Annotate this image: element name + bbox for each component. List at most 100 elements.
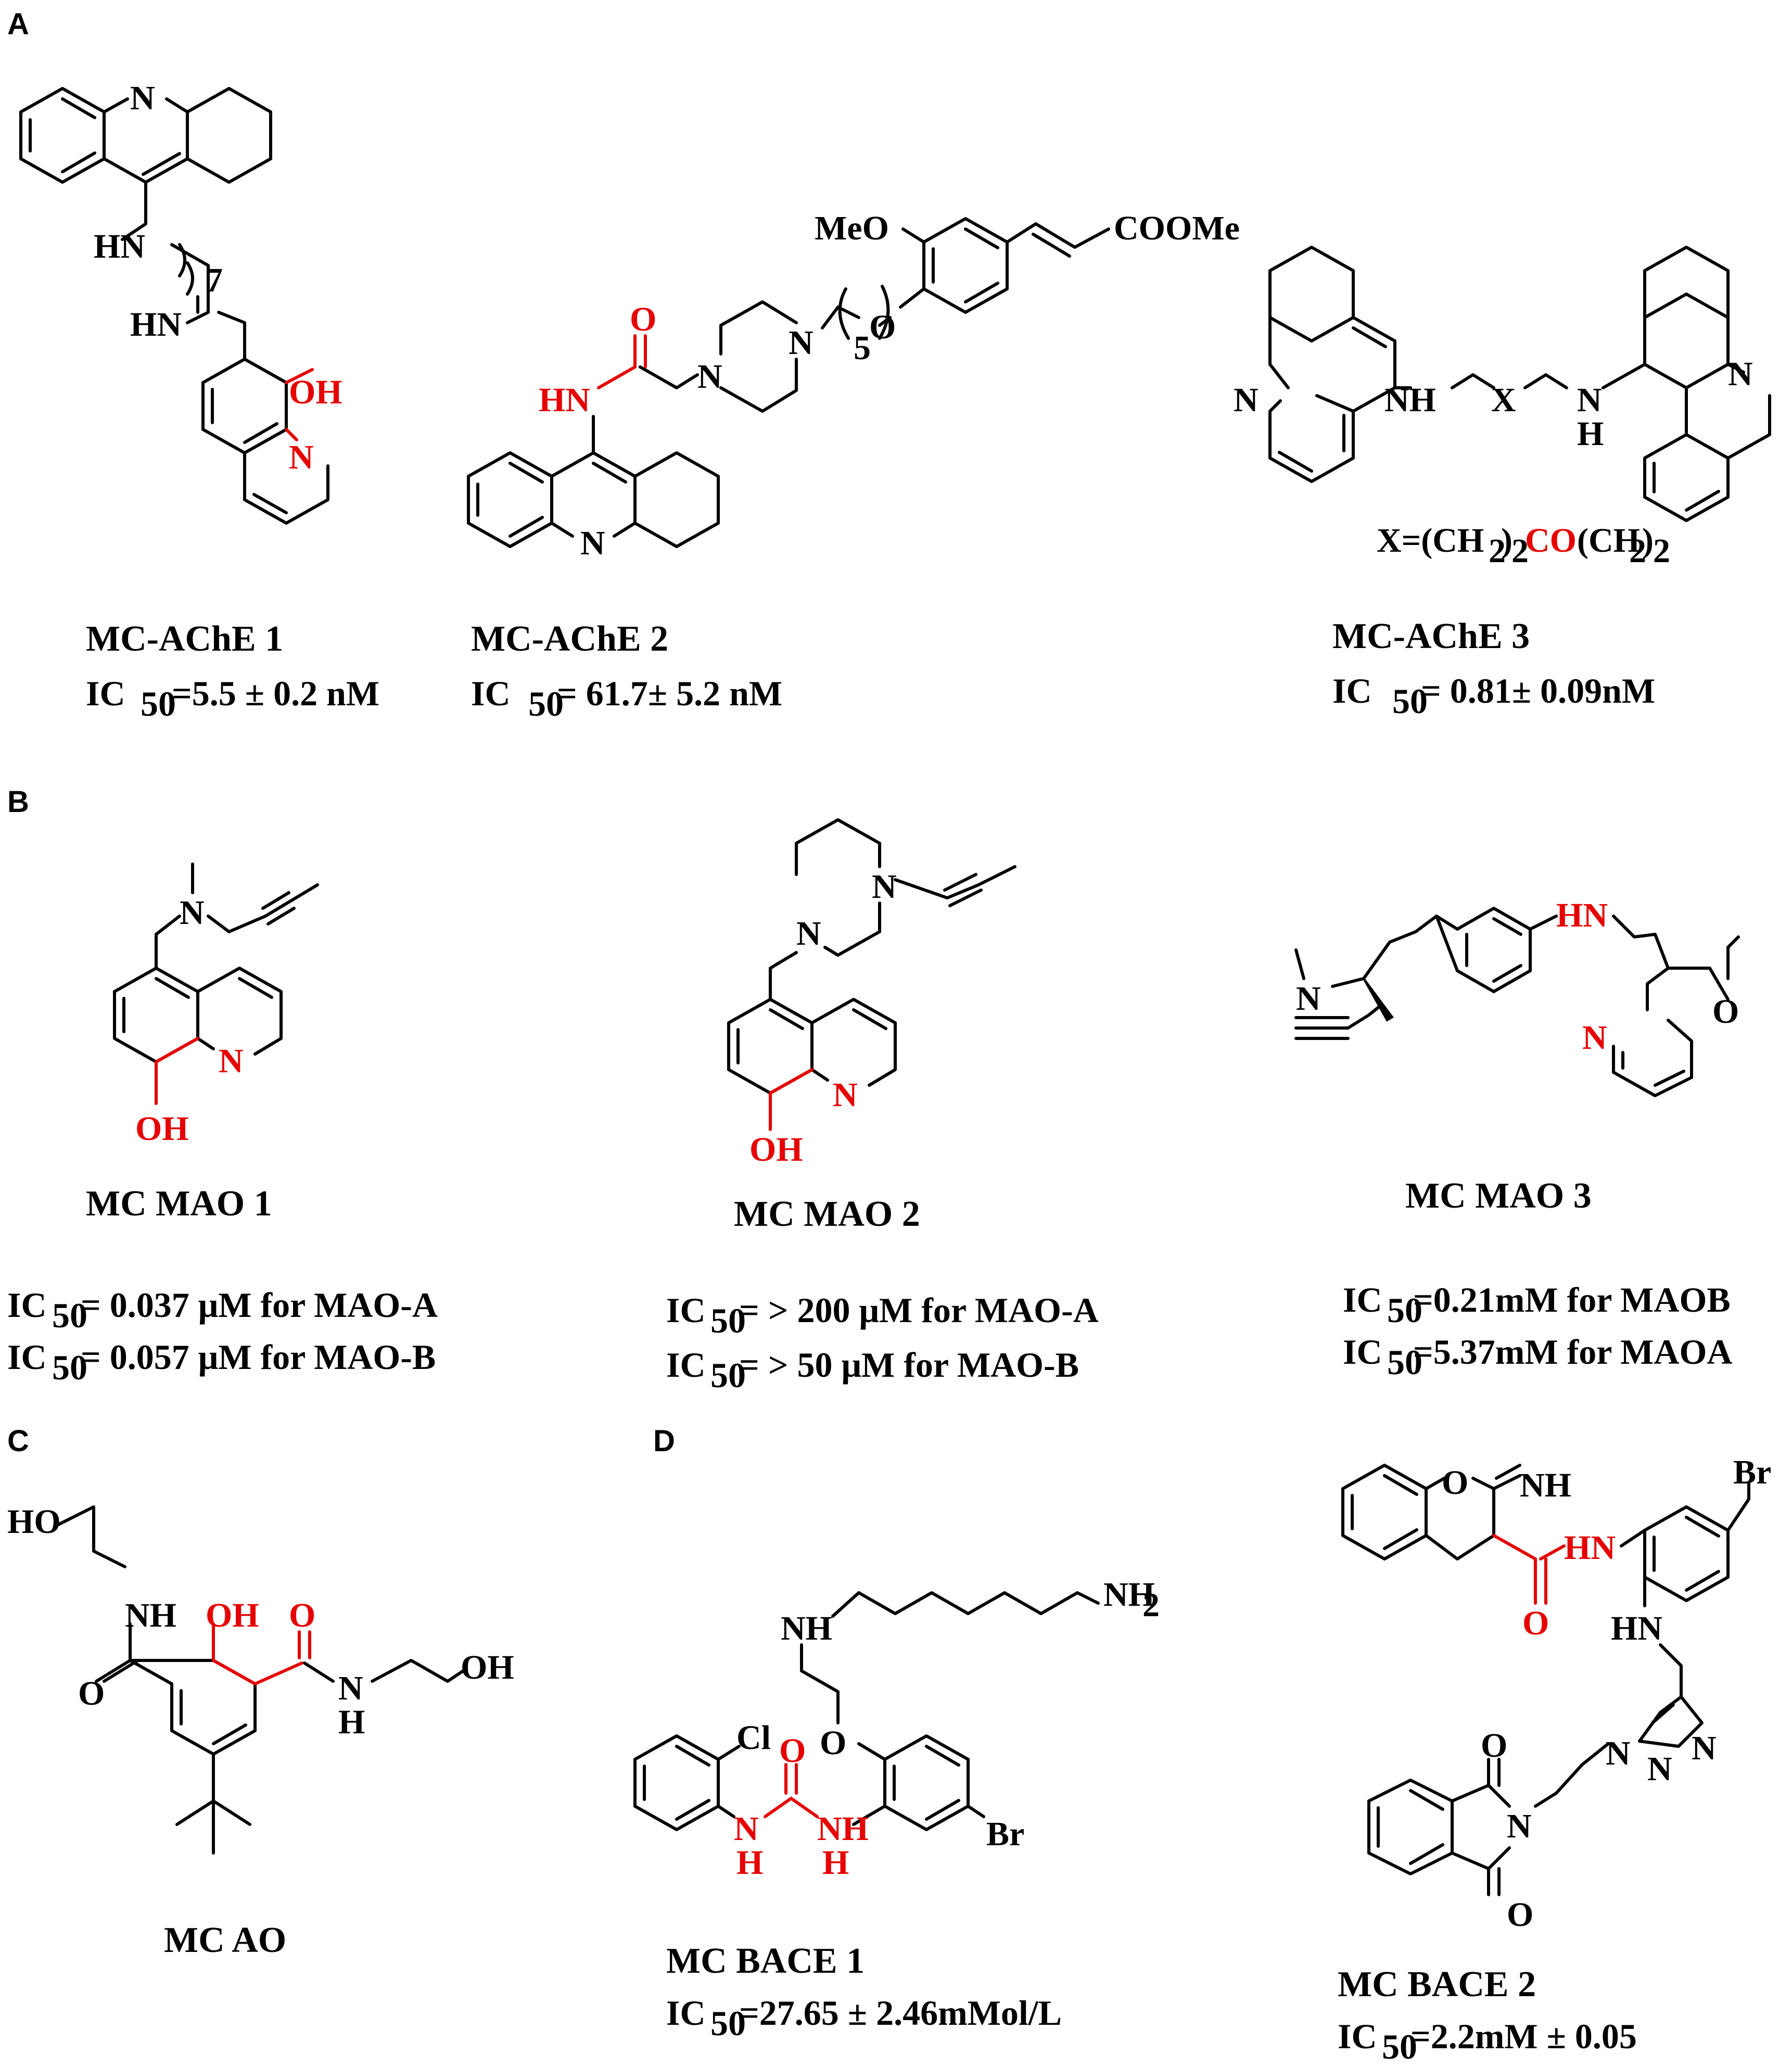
amide-o: O	[78, 1674, 105, 1712]
amide-o: O	[630, 300, 656, 338]
compound-name-mao3: MC MAO 3	[1405, 1176, 1592, 1216]
svg-text:50: 50	[1387, 1290, 1422, 1330]
compound-name-ache3: MC-AChE 3	[1332, 616, 1530, 656]
svg-text:50: 50	[1382, 2027, 1417, 2066]
pyridine-n: N	[1582, 1019, 1607, 1057]
acridine-n: N	[1234, 381, 1259, 419]
structure-mc-mao3: N HN O N	[1294, 896, 1740, 1097]
svg-text:= > 200 μM for MAO-A: = > 200 μM for MAO-A	[739, 1290, 1099, 1330]
piperazine-n: N	[872, 868, 897, 906]
acridine-n: N	[580, 524, 605, 562]
svg-text:50: 50	[52, 1296, 87, 1335]
svg-text:): )	[1501, 522, 1513, 560]
ic50-mao1: IC 50 = 0.037 μM for MAO-A IC 50 = 0.057…	[7, 1285, 438, 1387]
svg-text:CO: CO	[1525, 522, 1577, 560]
svg-text:50: 50	[710, 2003, 746, 2043]
structure-mc-mao2: N N N OH	[727, 818, 1016, 1169]
chain-length-7: 7	[206, 261, 223, 299]
piperazine-n: N	[796, 915, 821, 953]
amide-hn: HN	[539, 381, 590, 419]
phenol-oh: OH	[206, 1596, 259, 1634]
structure-mc-ao: HO NH O OH O N H OH	[7, 1503, 514, 1855]
amide-o: O	[289, 1596, 315, 1634]
svg-text:2: 2	[1653, 532, 1670, 570]
svg-text:= 0.81± 0.09nM: = 0.81± 0.09nM	[1421, 671, 1655, 711]
svg-text:): )	[1642, 522, 1654, 560]
urea-h: H	[822, 1844, 849, 1882]
structure-mc-ache3: N NH X N H N X=(CH 2 ) 2 CO (CH 2 ) 2	[1234, 246, 1771, 570]
bromo-br: Br	[986, 1815, 1024, 1853]
svg-text:2: 2	[1629, 532, 1646, 570]
structure-mc-ache1: N HN HN 7 OH N	[19, 79, 342, 525]
svg-text:= 61.7± 5.2 nM: = 61.7± 5.2 nM	[557, 674, 782, 713]
phthalimide-o: O	[1481, 1727, 1507, 1765]
ether-o: O	[820, 1724, 846, 1762]
compound-name-ao: MC AO	[164, 1920, 286, 1960]
svg-text:IC: IC	[7, 1285, 47, 1325]
svg-text:IC: IC	[666, 1345, 706, 1385]
svg-text:=5.5 ± 0.2 nM: =5.5 ± 0.2 nM	[172, 674, 379, 713]
svg-text:= 0.057 μM for MAO-B: = 0.057 μM for MAO-B	[81, 1337, 436, 1377]
svg-text:= > 50 μM for MAO-B: = > 50 μM for MAO-B	[739, 1345, 1079, 1385]
compound-name-bace1: MC BACE 1	[666, 1941, 865, 1981]
svg-text:=5.37mM for MAOA: =5.37mM for MAOA	[1413, 1332, 1732, 1372]
svg-text:IC: IC	[86, 674, 125, 713]
hydroxyl-ho: HO	[7, 1503, 61, 1541]
linker-definition: X=(CH 2 ) 2 CO (CH 2 ) 2	[1377, 522, 1670, 570]
compound-name-ache2: MC-AChE 2	[471, 619, 668, 659]
compound-name-ache1: MC-AChE 1	[86, 619, 283, 659]
structure-mc-mao1: N N OH	[113, 862, 319, 1148]
amine-h: H	[1577, 415, 1604, 453]
amine-n: N	[1577, 381, 1602, 419]
compound-name-mao1: MC MAO 1	[86, 1184, 272, 1224]
amide-h: H	[338, 1703, 365, 1741]
urea-h: H	[736, 1844, 763, 1882]
hydroxyl-oh: OH	[461, 1648, 514, 1686]
phthalimide-o: O	[1507, 1896, 1533, 1934]
methoxy-meo: MeO	[815, 209, 889, 247]
svg-text:IC: IC	[1343, 1332, 1382, 1372]
quinoline-n: N	[219, 1042, 244, 1080]
svg-text:50: 50	[141, 684, 176, 724]
quinoline-n: N	[833, 1076, 858, 1114]
quinoline-n: N	[289, 438, 314, 476]
panel-label-d: D	[653, 1424, 675, 1458]
hydroxyl-oh: OH	[289, 373, 342, 411]
svg-text:=27.65 ± 2.46mMol/L: =27.65 ± 2.46mMol/L	[739, 1993, 1062, 2033]
subscript-2: 2	[1142, 1586, 1160, 1624]
svg-text:=2.2mM ± 0.05: =2.2mM ± 0.05	[1410, 2016, 1637, 2056]
ic50-bace1: IC 50 =27.65 ± 2.46mMol/L	[666, 1993, 1062, 2043]
svg-text:2: 2	[1489, 532, 1506, 570]
amine-hn: HN	[1611, 1609, 1662, 1647]
atom-n: N	[130, 79, 155, 117]
ic50-mao3: IC 50 =0.21mM for MAOB IC 50 =5.37mM for…	[1343, 1280, 1732, 1382]
panel-label-b: B	[7, 785, 29, 819]
urea-o: O	[779, 1732, 806, 1770]
ester-coome: COOMe	[1114, 209, 1240, 247]
triazole-n: N	[1692, 1729, 1717, 1767]
methoxy-o: O	[1712, 993, 1739, 1031]
svg-text:IC: IC	[1343, 1280, 1382, 1320]
svg-text:50: 50	[710, 1355, 746, 1395]
hydroxyl-oh: OH	[749, 1131, 803, 1169]
ether-o: O	[869, 308, 896, 346]
chloro-cl: Cl	[736, 1719, 771, 1757]
ic50-bace2: IC 50 =2.2mM ± 0.05	[1338, 2016, 1637, 2066]
svg-text:2: 2	[1511, 532, 1529, 570]
hydroxyl-oh: OH	[135, 1110, 189, 1148]
linker-x: X	[1491, 381, 1516, 419]
amine-nh: NH	[781, 1609, 832, 1647]
amine-nh: NH	[1384, 381, 1436, 419]
triazole-n: N	[1647, 1750, 1672, 1788]
svg-text:IC: IC	[1338, 2016, 1377, 2056]
panel-label-a: A	[7, 7, 29, 41]
urea-nh: NH	[817, 1810, 869, 1848]
svg-text:IC: IC	[7, 1337, 47, 1377]
structure-mc-bace1: NH NH 2 O Br NH H O N H Cl	[633, 1576, 1160, 1882]
structure-mc-bace2: O NH O HN Br HN N N N N O O	[1341, 1453, 1771, 1934]
svg-text:50: 50	[1387, 1342, 1422, 1382]
panel-label-c: C	[7, 1424, 29, 1458]
imine-nh: NH	[1520, 1466, 1571, 1504]
ic50-ache1: IC 50 =5.5 ± 0.2 nM	[86, 674, 379, 724]
